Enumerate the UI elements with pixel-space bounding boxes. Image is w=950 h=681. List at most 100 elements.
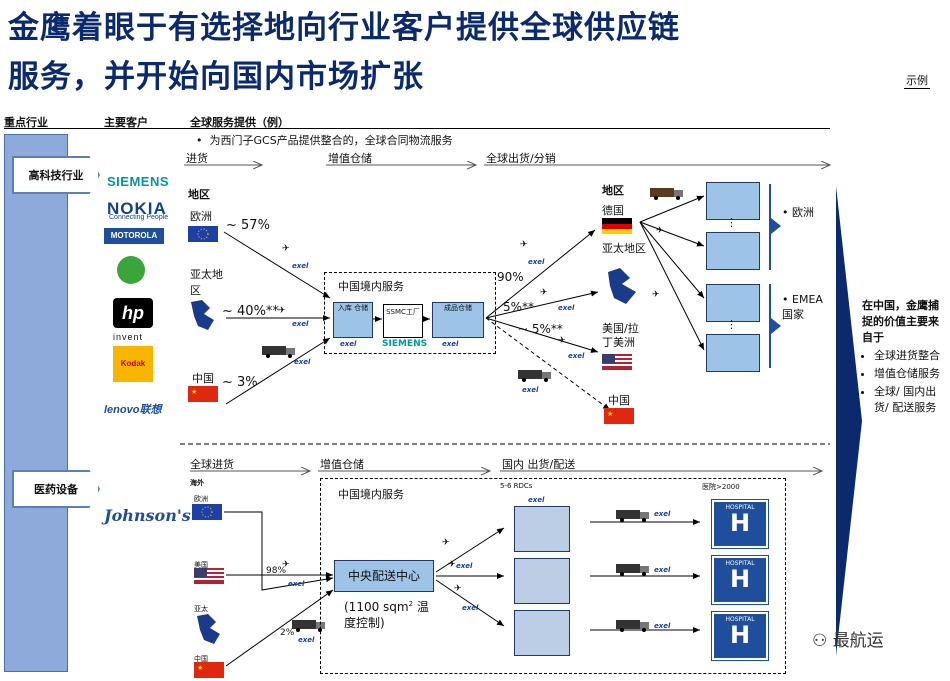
cn-service-frame [324, 272, 496, 354]
exel-logo: exel [292, 320, 309, 328]
logo-xbox-circle-icon [117, 256, 145, 284]
example-tag: 示例 [904, 74, 930, 89]
stage-inbound: 进货 [186, 152, 208, 165]
logo-motorola: MOTOROLA [104, 228, 164, 244]
siemens-mark: SIEMENS [382, 339, 428, 349]
logo-nokia: NOKIA [107, 199, 167, 218]
header-rule [4, 128, 830, 129]
med-cn-service-frame [320, 478, 786, 674]
china-flag-icon: ★ [604, 408, 634, 424]
china-pct: ~ 3% [222, 375, 258, 390]
exel-logo: exel [654, 566, 671, 574]
logo-siemens: SIEMENS [107, 174, 170, 189]
eu-flag-icon [188, 226, 218, 242]
box-ssmc-plant: SSMC工厂 [383, 304, 423, 338]
exel-logo: exel [292, 262, 309, 270]
truck-icon [616, 620, 649, 632]
svg-text:★: ★ [191, 388, 197, 396]
origin-region-title: 地区 [188, 188, 210, 201]
plane-icon: ✈ [652, 290, 660, 300]
rdc-warehouse-icon [514, 506, 570, 552]
dest-us-latam: 美国/拉丁美洲 [602, 322, 639, 349]
logo-kodak: Kodak [113, 346, 153, 382]
us-flag-icon [602, 354, 632, 370]
logo-hp-icon: hp [113, 298, 153, 328]
rdc-warehouse-icon [514, 610, 570, 656]
title-line-1: 金鹰着眼于有选择地向行业客户提供全球供应链 [8, 10, 680, 46]
dots-emea: ⋮ [726, 318, 737, 331]
exel-logo: exel [340, 340, 357, 348]
apac-map-icon [608, 268, 636, 304]
rdcs-label: 5-6 RDCs [500, 482, 533, 490]
value-note-head: 在中国，金鹰捕捉的价值主要来自于 [862, 299, 939, 344]
watermark: ⚇ 最航运 [812, 631, 884, 651]
value-note-item: 全球/ 国内出货/ 配送服务 [874, 384, 942, 416]
med-stage-outbound: 国内 出货/配送 [502, 458, 576, 471]
med-china: 中国 [194, 655, 208, 663]
industry-tag-medical: 医药设备 [12, 470, 100, 508]
value-arrow [836, 186, 862, 656]
hightech-bullet: • 为西门子GCS产品提供整合的，全球合同物流服务 [196, 134, 453, 147]
exel-logo: exel [654, 622, 671, 630]
med-pct-98: 98% [266, 566, 287, 576]
eu-flag-icon [192, 504, 222, 520]
germany-flag-icon [602, 218, 632, 234]
dots-eu: ⋮ [726, 216, 737, 229]
cn-service-label: 中国境内服务 [338, 280, 404, 293]
hospitals-label: 医院>2000 [702, 483, 740, 491]
truck-icon [262, 346, 295, 358]
dest-region-title: 地区 [602, 184, 624, 197]
out-pct-90: 90% [497, 270, 524, 284]
apac-map-icon [197, 614, 220, 644]
dest-germany: 德国 [602, 204, 624, 217]
stage-outbound: 全球出货/分销 [486, 152, 556, 165]
dest-box-eu-1 [706, 182, 760, 220]
title-line-2: 服务，并开始向国内市场扩张 [8, 59, 424, 95]
origin-europe: 欧洲 [190, 210, 212, 223]
dest-china: 中国 [608, 394, 630, 407]
stage-warehouse: 增值仓储 [328, 152, 372, 165]
med-apac: 亚太 [194, 605, 208, 613]
exel-logo: exel [528, 258, 545, 266]
dest-box-emea-2 [706, 334, 760, 372]
truck-icon [518, 370, 551, 382]
china-flag-icon: ★ [194, 662, 224, 678]
dest-box-eu-2 [706, 232, 760, 270]
plane-icon: ✈ [520, 240, 528, 250]
plane-icon: ✈ [282, 244, 290, 254]
dest-apac: 亚太地区 [602, 242, 646, 255]
plane-icon: ✈ [656, 226, 664, 236]
industry-tag-hightech: 高科技行业 [12, 156, 100, 194]
rdc-warehouse-icon [514, 558, 570, 604]
exel-logo: exel [522, 386, 539, 394]
out-pct-5b: ~ 5%** [518, 322, 563, 336]
europe-pct: ~ 57% [226, 218, 270, 233]
exel-logo: exel [654, 510, 671, 518]
med-pct-2: 2% [280, 628, 295, 638]
exel-logo: exel [456, 562, 473, 570]
wechat-icon: ⚇ [812, 631, 828, 651]
plane-icon: ✈ [540, 288, 548, 298]
exel-logo: exel [568, 352, 585, 360]
header-industry: 重点行业 [4, 116, 48, 129]
med-stage-warehouse: 增值仓储 [320, 458, 364, 471]
header-customers: 主要客户 [104, 116, 148, 129]
truck-icon [616, 510, 649, 522]
plane-icon: ✈ [282, 560, 290, 570]
exel-logo: exel [462, 604, 479, 612]
out-pct-5a: 5%** [503, 300, 535, 314]
svg-text:★: ★ [607, 410, 613, 418]
origin-china: 中国 [192, 372, 214, 385]
box-inbound-storage: 入库 仓储 [333, 302, 373, 338]
exel-logo: exel [288, 580, 305, 588]
slide-title: 金鹰着眼于有选择地向行业客户提供全球供应链 服务，并开始向国内市场扩张 [8, 4, 938, 102]
central-dc: 中央配送中心 [334, 560, 434, 592]
med-cn-service-label: 中国境内服务 [338, 488, 404, 501]
dc-note: (1100 sqm2 温度控制) [344, 600, 429, 630]
plane-icon: ✈ [278, 306, 286, 316]
china-flag-icon: ★ [188, 386, 218, 402]
plane-icon: ✈ [558, 336, 566, 346]
